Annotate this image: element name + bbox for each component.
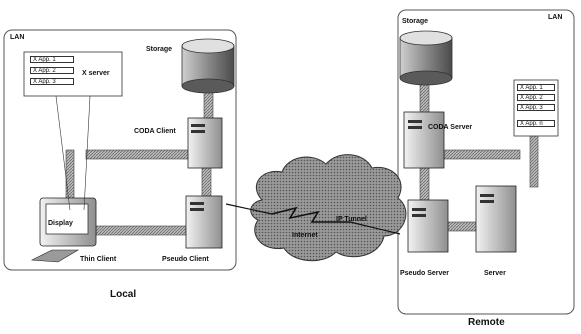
local-lan-label: LAN: [10, 34, 24, 41]
link-pseudo-server-server: [447, 222, 477, 231]
server-label: Server: [484, 270, 506, 277]
internet-cloud: [226, 155, 406, 261]
link-server-apps: [530, 135, 538, 187]
remote-caption: Remote: [468, 318, 505, 328]
local-app-box: X App. 2: [30, 67, 74, 74]
remote-app-box: X App. n: [517, 120, 555, 127]
coda-client-label: CODA Client: [134, 128, 176, 135]
thin-client-terminal: [32, 198, 96, 262]
pseudo-server-tower: [408, 200, 448, 252]
display-label: Display: [48, 220, 73, 227]
ip-tunnel-label: IP Tunnel: [336, 216, 367, 223]
local-storage-cylinder: [182, 39, 234, 93]
remote-server-tower: [476, 186, 516, 252]
local-app-box: X App. 3: [30, 78, 74, 85]
remote-storage-cylinder: [400, 31, 452, 85]
pseudo-client-server-tower: [186, 196, 222, 248]
pseudo-client-label: Pseudo Client: [162, 256, 209, 263]
x-server-label: X server: [82, 70, 110, 77]
coda-server-label: CODA Server: [428, 124, 472, 131]
local-storage-label: Storage: [146, 46, 172, 53]
local-caption: Local: [110, 290, 136, 300]
link-display-coda-client: [86, 150, 190, 159]
remote-storage-label: Storage: [402, 18, 428, 25]
link-coda-client-pseudo-client: [202, 168, 211, 196]
link-thin-client-pseudo-client: [96, 226, 186, 235]
pseudo-server-label: Pseudo Server: [400, 270, 449, 277]
coda-server-tower: [404, 112, 444, 168]
internet-label: Internet: [292, 232, 318, 239]
thin-client-label: Thin Client: [80, 256, 116, 263]
link-coda-server-pseudo-server: [420, 168, 429, 200]
remote-app-box: X App. 1: [517, 84, 555, 91]
remote-app-box: X App. 3: [517, 104, 555, 111]
remote-lan-label: LAN: [548, 14, 562, 21]
coda-client-server-tower: [188, 118, 222, 168]
local-app-box: X App. 1: [30, 56, 74, 63]
link-coda-server-server: [444, 150, 520, 159]
remote-app-box: X App. 2: [517, 94, 555, 101]
